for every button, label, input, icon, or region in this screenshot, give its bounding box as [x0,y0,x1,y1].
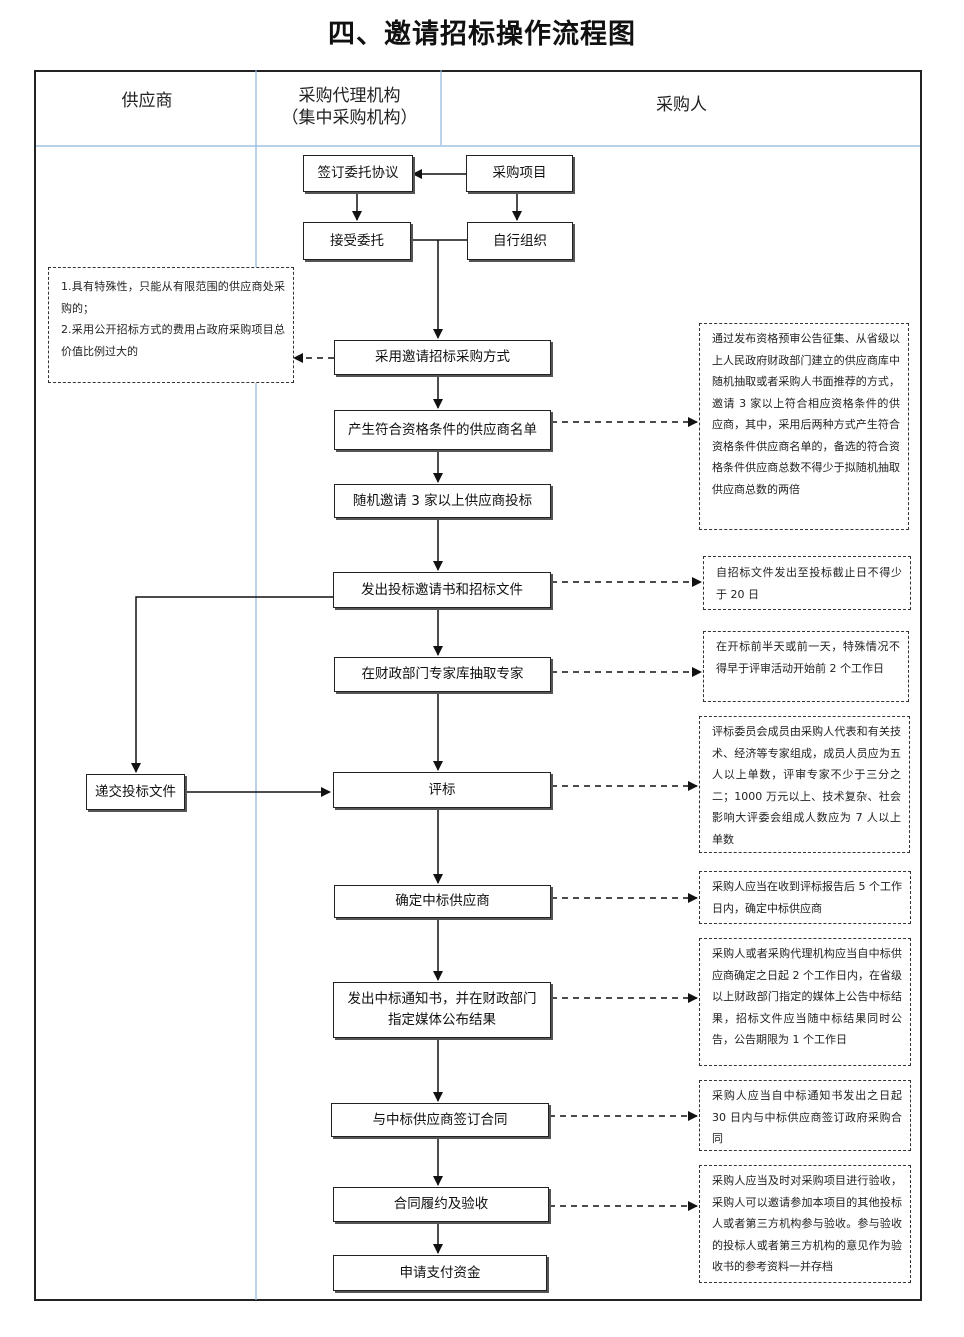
note-contract-deadline: 采购人应当自中标通知书发出之日起 30 日内与中标供应商签订政府采购合同 [699,1080,911,1151]
note-special-item-2: 2.采用公开招标方式的费用占政府采购项目总价值比例过大的 [61,323,285,358]
box-qualified-supplier-list: 产生符合资格条件的供应商名单 [334,410,551,450]
box-award-notice-line1: 发出中标通知书，并在财政部门 [347,991,537,1007]
note-announce-result: 采购人或者采购代理机构应当自中标供应商确定之日起 2 个工作日内，在省级以上财政… [699,938,911,1066]
box-procurement-project: 采购项目 [466,155,573,192]
note-expert-selection-time: 在开标前半天或前一天，特殊情况不得早于评审活动开始前 2 个工作日 [703,631,909,702]
note-special-conditions: 1.具有特殊性，只能从有限范围的供应商处采购的； 2.采用公开招标方式的费用占政… [48,267,294,383]
box-award-notice-line2: 指定媒体公布结果 [388,1012,496,1028]
lane-header-agency: 采购代理机构 （集中采购机构） [258,85,441,129]
box-invite-tender-method: 采用邀请招标采购方式 [334,340,551,375]
note-evaluation-committee: 评标委员会成员由采购人代表和有关技术、经济等专家组成，成员人员应为五人以上单数，… [699,716,910,853]
note-bid-deadline: 自招标文件发出至投标截止日不得少于 20 日 [703,556,911,610]
box-issue-invitation-docs: 发出投标邀请书和招标文件 [333,572,551,608]
box-award-notice: 发出中标通知书，并在财政部门 指定媒体公布结果 [333,982,551,1038]
box-accept-commission: 接受委托 [303,222,411,260]
page-title: 四、邀请招标操作流程图 [328,19,636,50]
box-bid-evaluation: 评标 [333,772,551,808]
box-self-organize: 自行组织 [467,222,573,260]
lane-header-supplier: 供应商 [121,91,173,111]
box-invite-three-suppliers: 随机邀请 3 家以上供应商投标 [334,484,551,518]
box-submit-bid-documents: 递交投标文件 [86,774,185,810]
note-qualification-method: 通过发布资格预审公告征集、从省级以上人民政府财政部门建立的供应商库中随机抽取或者… [699,323,909,530]
lane-header-purchaser: 采购人 [656,95,707,115]
box-apply-payment: 申请支付资金 [333,1255,547,1291]
box-select-experts: 在财政部门专家库抽取专家 [334,657,551,692]
lane-header-agency-line1: 采购代理机构 [298,86,401,106]
lane-header-agency-line2: （集中采购机构） [281,108,418,128]
box-contract-acceptance: 合同履约及验收 [333,1187,549,1222]
box-confirm-winner: 确定中标供应商 [334,885,551,918]
note-acceptance: 采购人应当及时对采购项目进行验收，采购人可以邀请参加本项目的其他投标人或者第三方… [699,1165,911,1283]
flowchart-frame [34,70,922,1301]
note-confirm-winner: 采购人应当在收到评标报告后 5 个工作日内，确定中标供应商 [699,871,911,924]
note-special-item-1: 1.具有特殊性，只能从有限范围的供应商处采购的； [61,280,285,315]
box-sign-agreement: 签订委托协议 [303,155,413,192]
box-sign-contract: 与中标供应商签订合同 [331,1103,549,1137]
